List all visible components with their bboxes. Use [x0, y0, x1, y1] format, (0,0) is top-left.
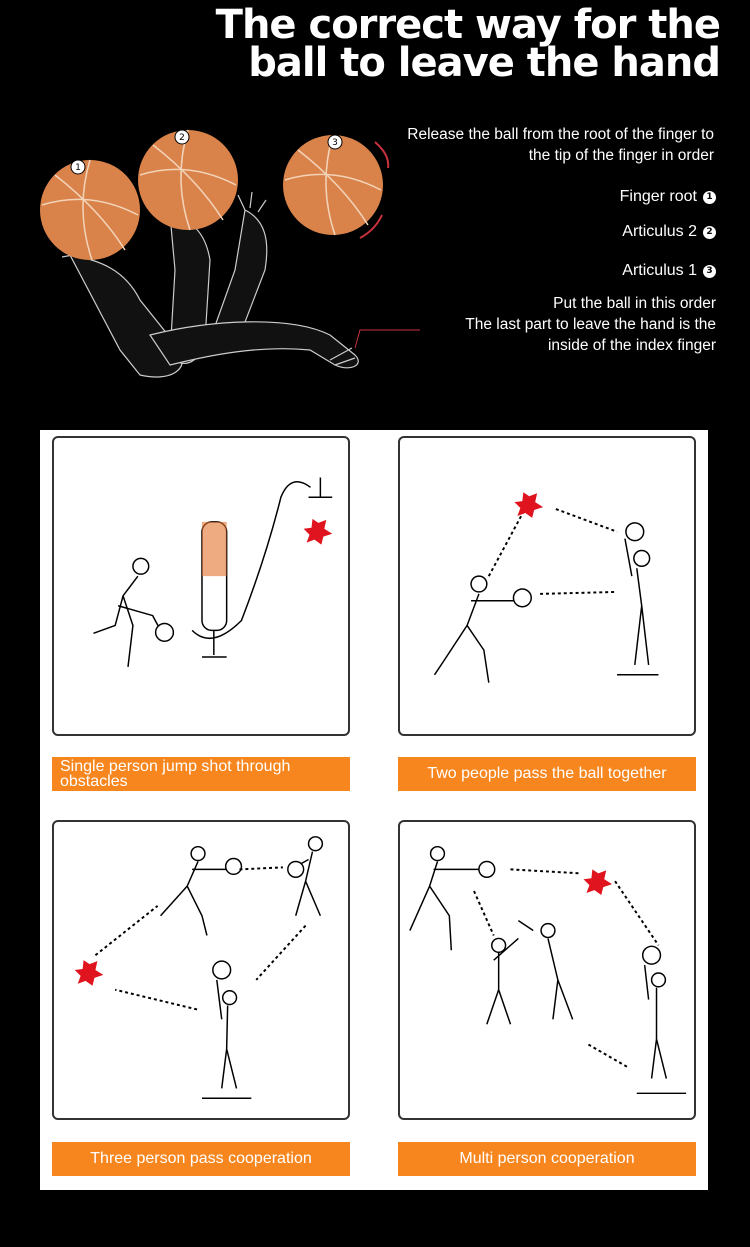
drill-card-single-person: [52, 436, 350, 736]
cone-marker-icon: [74, 960, 104, 986]
number-badge-1: 1: [703, 190, 716, 204]
order-note-line-3: inside of the index finger: [547, 337, 716, 354]
ball-number-1: 1: [75, 163, 81, 173]
drill-label-three-person: Three person pass cooperation: [52, 1142, 350, 1176]
release-note-line-1: Release the ball from the root of the fi…: [407, 126, 714, 143]
articulus-1-item: Articulus 1 3: [622, 262, 716, 280]
ball-number-3: 3: [332, 138, 338, 148]
page-title: The correct way for the ball to leave th…: [215, 2, 721, 86]
release-note: Release the ball from the root of the fi…: [407, 124, 714, 166]
drill-label-multi-person: Multi person cooperation: [398, 1142, 696, 1176]
finger-root-item: Finger root 1: [620, 188, 716, 206]
articulus-1-label: Articulus 1: [622, 262, 697, 279]
drill-panels: Single person jump shot through obstacle…: [40, 430, 708, 1190]
title-line-2: ball to leave the hand: [248, 40, 721, 86]
ball-release-illustration: 1 2 3: [40, 129, 420, 378]
two-people-drill-illustration: [433, 492, 659, 683]
title-line-1: The correct way for the: [215, 2, 721, 48]
number-badge-3: 3: [703, 264, 716, 278]
basketball-3: [283, 134, 383, 236]
drill-card-two-people: [398, 436, 696, 736]
cone-marker-icon: [583, 869, 613, 896]
ball-number-2: 2: [179, 133, 185, 143]
drill-label-two-people: Two people pass the ball together: [398, 757, 696, 791]
number-badge-2: 2: [703, 225, 716, 239]
drill-card-three-person: [52, 820, 350, 1120]
order-note: Put the ball in this order The last part…: [465, 293, 716, 356]
finger-root-label: Finger root: [619, 188, 697, 205]
three-person-drill-illustration: [74, 836, 324, 1099]
cone-marker-icon: [514, 492, 544, 518]
drill-label-single-person: Single person jump shot through obstacle…: [52, 757, 350, 791]
order-note-line-1: Put the ball in this order: [553, 295, 716, 312]
articulus-2-item: Articulus 2 2: [622, 223, 716, 241]
basketball-2: [138, 129, 238, 231]
order-note-line-2: The last part to leave the hand is the: [465, 316, 716, 333]
articulus-2-label: Articulus 2: [622, 223, 697, 240]
basketball-1: [40, 159, 140, 261]
drill-card-multi-person: [398, 820, 696, 1120]
single-person-drill-illustration: [93, 477, 333, 667]
multi-person-drill-illustration: [409, 845, 687, 1095]
release-note-line-2: the tip of the finger in order: [528, 147, 714, 164]
cone-marker-icon: [303, 518, 333, 545]
